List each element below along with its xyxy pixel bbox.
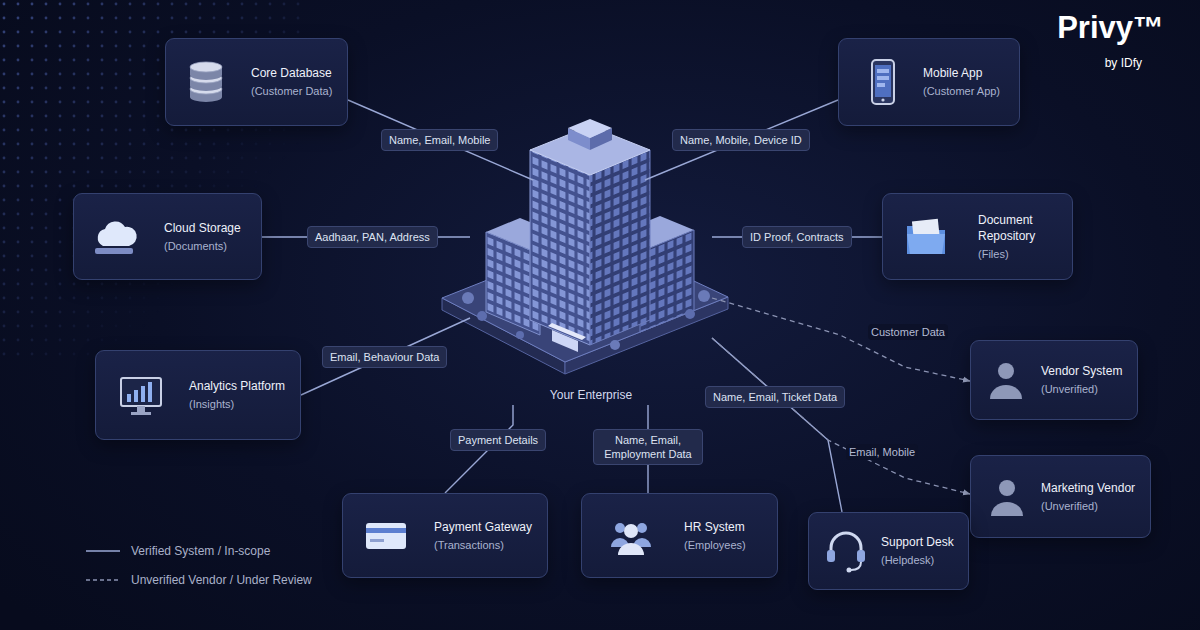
system-name: Cloud Storage [164,220,241,236]
system-subtitle: (Unverified) [1041,499,1135,514]
system-name: Marketing Vendor [1041,480,1135,496]
data-flow-label: Name, Mobile, Device ID [672,129,810,151]
brand-byline: by IDfy [1105,56,1142,70]
cloud-icon [89,212,139,262]
data-flow-label: Customer Data [868,324,948,340]
text-stack: HR System (Employees) [684,519,746,553]
system-box: Mobile App (Customer App) [838,38,1020,126]
system-box: Cloud Storage (Documents) [73,193,262,280]
data-flow-label: Name, Email, Employment Data [593,429,703,465]
legend-line-sample [85,575,121,585]
text-stack: Payment Gateway (Transactions) [434,519,532,553]
system-name: Analytics Platform [189,378,285,394]
system-subtitle: (Customer App) [923,84,1000,99]
headset-icon [821,526,871,576]
system-name: Mobile App [923,65,1000,81]
system-box: HR System (Employees) [581,493,778,578]
system-box: Support Desk (Helpdesk) [808,512,969,590]
data-flow-line [712,338,842,512]
system-subtitle: (Helpdesk) [881,553,954,568]
system-box: Core Database (Customer Data) [165,38,348,126]
text-stack: Document Repository (Files) [978,212,1058,262]
system-subtitle: (Insights) [189,397,285,412]
system-box: Analytics Platform (Insights) [95,350,301,440]
data-flow-label: Email, Mobile [846,444,918,460]
legend-text: Unverified Vendor / Under Review [131,572,312,588]
folder-icon [901,212,951,262]
data-flow-label: Payment Details [450,429,546,451]
system-box: Document Repository (Files) [882,193,1073,280]
text-stack: Core Database (Customer Data) [251,65,332,99]
data-flow-label: ID Proof, Contracts [742,226,852,248]
card-icon [361,511,411,561]
data-flow-label: Email, Behaviour Data [322,346,447,368]
system-subtitle: (Customer Data) [251,84,332,99]
people-icon [606,511,656,561]
system-name: Payment Gateway [434,519,532,535]
system-box: Vendor System (Unverified) [970,340,1138,420]
system-box: Payment Gateway (Transactions) [342,493,548,578]
system-name: Core Database [251,65,332,81]
data-flow-line [348,100,533,180]
system-subtitle: (Documents) [164,239,241,254]
legend-line [86,579,120,581]
data-flow-label: Name, Email, Mobile [381,129,498,151]
system-name: Vendor System [1041,363,1122,379]
phone-icon [858,57,908,107]
system-name: HR System [684,519,746,535]
system-subtitle: (Employees) [684,538,746,553]
monitor-icon [116,370,166,420]
brand-logo: Privy™ [1057,10,1164,46]
text-stack: Mobile App (Customer App) [923,65,1000,99]
legend-line [86,550,120,552]
system-subtitle: (Unverified) [1041,382,1122,397]
db-icon [181,57,231,107]
data-flow-line [301,318,470,395]
unverified-flow-line [712,298,970,381]
data-flow-line [645,100,838,180]
system-box: Marketing Vendor (Unverified) [970,455,1151,538]
text-stack: Marketing Vendor (Unverified) [1041,480,1135,514]
system-name: Support Desk [881,534,954,550]
person-icon [982,472,1032,522]
text-stack: Support Desk (Helpdesk) [881,534,954,568]
data-flow-label: Name, Email, Ticket Data [705,386,845,408]
legend-line-sample [85,546,121,556]
person-icon [981,355,1031,405]
text-stack: Analytics Platform (Insights) [189,378,285,412]
text-stack: Your Enterprise [470,387,712,403]
data-flow-label: Aadhaar, PAN, Address [307,226,438,248]
unverified-flow-line [712,338,970,494]
text-stack: Vendor System (Unverified) [1041,363,1122,397]
text-stack: Cloud Storage (Documents) [164,220,241,254]
enterprise-name: Your Enterprise [470,387,712,403]
legend-text: Verified System / In-scope [131,543,270,559]
system-subtitle: (Files) [978,247,1058,262]
system-name: Document Repository [978,212,1058,244]
enterprise-node: Your Enterprise [470,180,712,405]
system-subtitle: (Transactions) [434,538,532,553]
